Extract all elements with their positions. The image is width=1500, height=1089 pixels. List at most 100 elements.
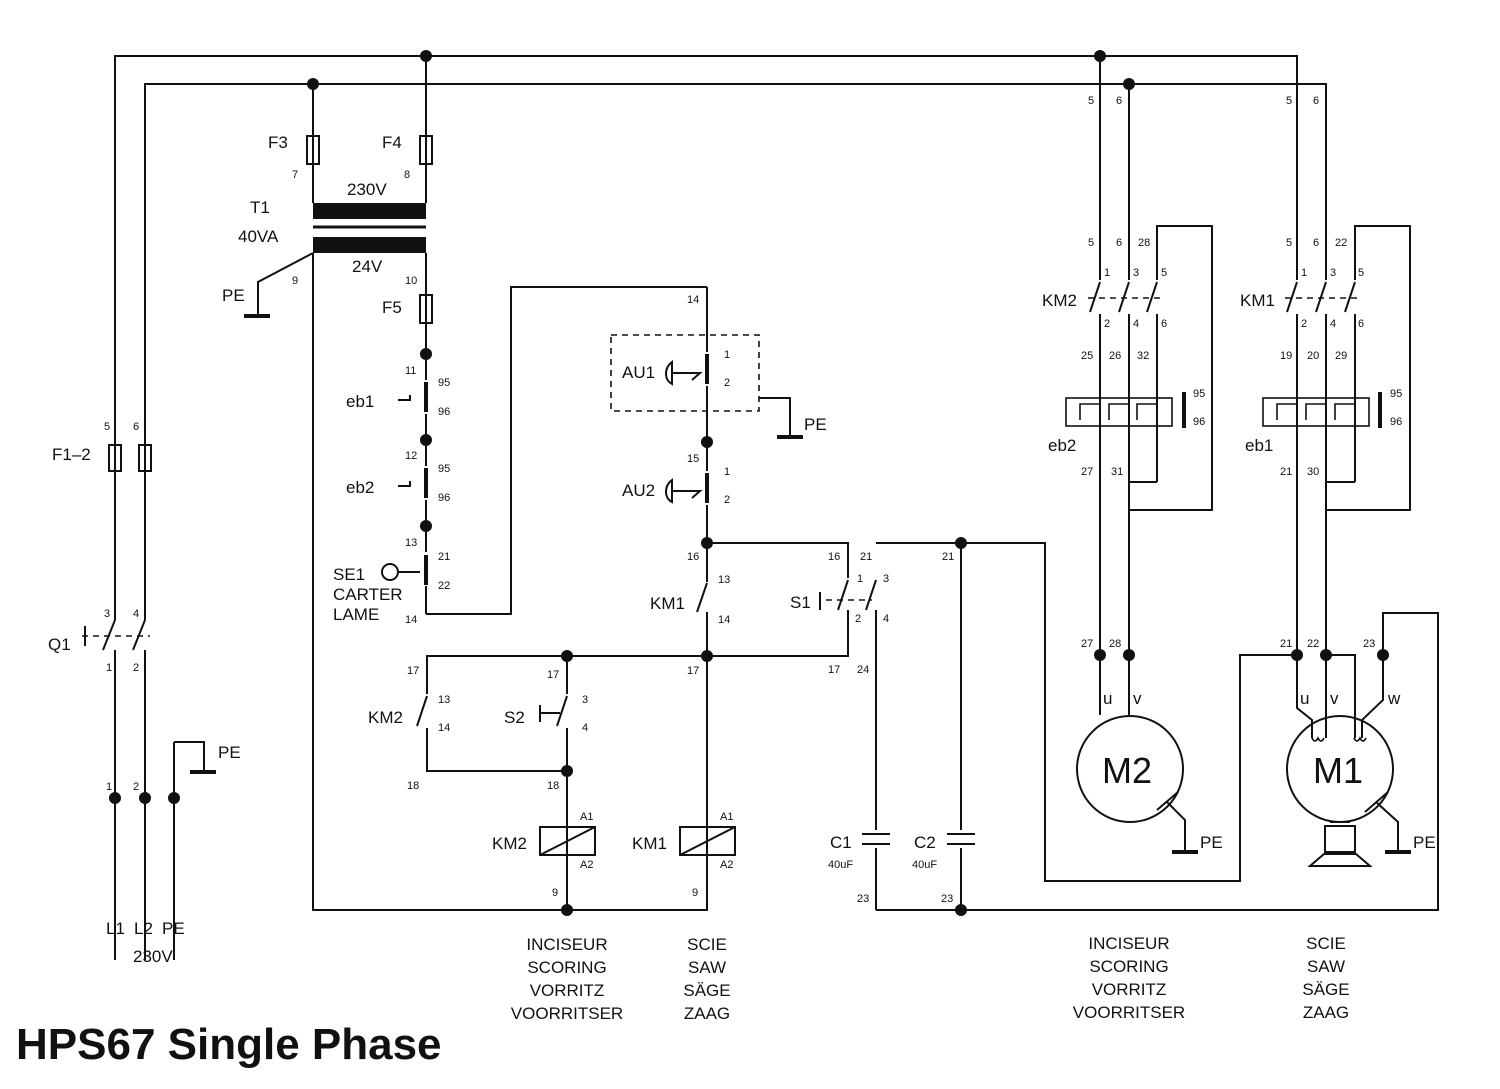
svg-text:26: 26 [1109,350,1121,362]
svg-text:17: 17 [407,665,419,677]
svg-text:4: 4 [1330,318,1336,330]
svg-text:25: 25 [1081,350,1093,362]
svg-text:32: 32 [1137,350,1149,362]
svg-text:3: 3 [1133,267,1139,279]
svg-text:96: 96 [1390,416,1402,428]
svg-text:6: 6 [1116,95,1122,107]
svg-text:17: 17 [828,664,840,676]
pe-label-t1: PE [222,286,245,305]
pe-label-l: PE [162,919,185,938]
eb2-overload-label: eb2 [1048,436,1076,455]
m1-v-label: v [1330,689,1339,708]
svg-text:9: 9 [692,887,698,899]
diagram-title: HPS67 Single Phase [16,1020,442,1069]
svg-text:A2: A2 [580,859,593,871]
eb1-overload-label: eb1 [1245,436,1273,455]
c1-label: C1 [830,833,852,852]
svg-text:23: 23 [941,893,953,905]
svg-text:13: 13 [438,694,450,706]
svg-text:A1: A1 [580,811,593,823]
f4-label: F4 [382,133,402,152]
svg-text:A2: A2 [720,859,733,871]
l1-label: L1 [106,919,125,938]
f3-label: F3 [268,133,288,152]
svg-text:SAW: SAW [1307,957,1345,976]
svg-text:3: 3 [883,573,889,585]
power-m1: 5 6 5 6 22 1 3 5 2 4 6 KM1 19 20 29 95 9… [1240,95,1436,867]
supply-terminals: 1 2 PE L1 L2 PE 230V [106,743,241,966]
svg-text:14: 14 [718,614,730,626]
svg-text:21: 21 [860,551,872,563]
svg-text:2: 2 [133,662,139,674]
km1-power-label: KM1 [1240,291,1275,310]
primary-voltage: 230V [347,180,387,199]
svg-text:ZAAG: ZAAG [684,1004,730,1023]
svg-text:9: 9 [552,887,558,899]
svg-text:95: 95 [438,463,450,475]
s1-label: S1 [790,593,811,612]
svg-text:1: 1 [857,573,863,585]
m1-u-label: u [1300,689,1309,708]
svg-text:SCIE: SCIE [1306,934,1346,953]
l2-label: L2 [134,919,153,938]
safety-chain: 10 F5 11 95 96 eb1 12 95 96 eb2 13 21 22… [333,253,707,626]
se1-carter: CARTER [333,585,403,604]
svg-text:10: 10 [405,275,417,287]
switch-q1: 3 4 1 2 Q1 [48,608,160,674]
supply-bus [114,55,1327,960]
svg-text:1: 1 [724,466,730,478]
pe-label-m1: PE [1413,833,1436,852]
secondary-voltage: 24V [352,257,383,276]
svg-text:SCORING: SCORING [1089,957,1168,976]
svg-text:A1: A1 [720,811,733,823]
svg-text:VORRITZ: VORRITZ [1092,980,1167,999]
svg-text:18: 18 [407,780,419,792]
svg-text:95: 95 [1193,388,1205,400]
svg-text:21: 21 [438,551,450,563]
svg-text:INCISEUR: INCISEUR [1088,934,1169,953]
svg-text:22: 22 [438,580,450,592]
svg-text:8: 8 [404,169,410,181]
km2-branch: 17 17 13 14 KM2 3 4 S2 18 18 A1 A2 KM2 9… [368,650,736,916]
m2-u-label: u [1103,689,1112,708]
svg-text:28: 28 [1138,237,1150,249]
caption-power-saw: SCIE SAW SÄGE ZAAG [1302,934,1349,1022]
svg-text:6: 6 [1313,237,1319,249]
svg-text:2: 2 [133,781,139,793]
au1-label: AU1 [622,363,655,382]
svg-text:1: 1 [106,781,112,793]
svg-text:3: 3 [1330,267,1336,279]
m2-v-label: v [1133,689,1142,708]
svg-text:2: 2 [1104,318,1110,330]
svg-text:27: 27 [1081,466,1093,478]
f5-label: F5 [382,298,402,317]
t1-label: T1 [250,198,270,217]
svg-text:1: 1 [106,662,112,674]
c1-rating: 40uF [828,859,853,871]
svg-text:18: 18 [547,780,559,792]
transformer-t1: F3 F4 7 8 230V T1 40VA 24V 9 PE [222,50,433,318]
svg-text:INCISEUR: INCISEUR [526,935,607,954]
t1-rating: 40VA [238,227,279,246]
svg-text:12: 12 [405,450,417,462]
f1-2-label: F1–2 [52,445,91,464]
svg-text:96: 96 [438,492,450,504]
svg-text:6: 6 [133,421,139,433]
m1-w-label: w [1387,689,1401,708]
svg-text:14: 14 [687,294,699,306]
svg-text:5: 5 [1358,267,1364,279]
svg-text:5: 5 [104,421,110,433]
svg-text:VORRITZ: VORRITZ [530,981,605,1000]
svg-text:21: 21 [1280,638,1292,650]
svg-text:2: 2 [855,613,861,625]
svg-text:2: 2 [1301,318,1307,330]
svg-text:95: 95 [1390,388,1402,400]
svg-text:2: 2 [724,377,730,389]
svg-text:SÄGE: SÄGE [1302,980,1349,999]
svg-text:28: 28 [1109,638,1121,650]
svg-text:5: 5 [1286,237,1292,249]
pe-label-au1: PE [804,415,827,434]
se1-label: SE1 [333,565,365,584]
caption-control-saw: SCIE SAW SÄGE ZAAG [683,935,730,1023]
